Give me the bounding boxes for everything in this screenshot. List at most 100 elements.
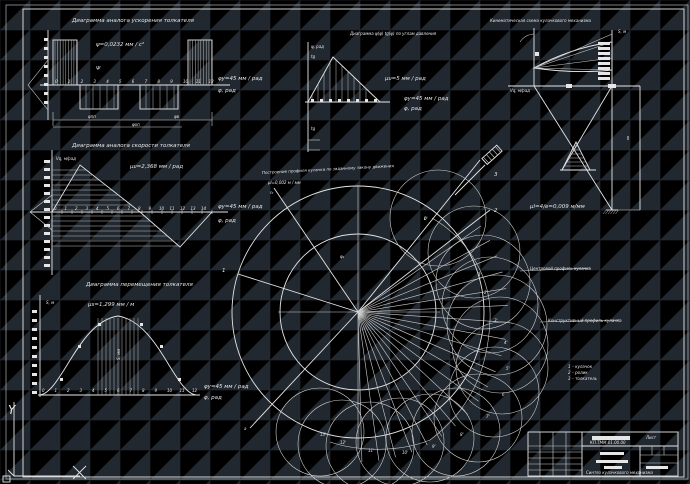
disp-phi-l: φу=45 мм / рад [204, 384, 249, 390]
disp-scale-mark [32, 319, 37, 322]
cam-title: Построение профиля кулачка по заданному … [262, 163, 395, 175]
vel-phi-l: φу=45 мм / рад [218, 204, 263, 210]
vel-tick: 10 [159, 206, 165, 211]
disp-point [140, 323, 143, 326]
accel-scale-mark [44, 56, 48, 59]
prof-point [356, 99, 359, 102]
prof-point [329, 99, 332, 102]
roller-circle [325, 401, 415, 484]
vel-tick: 7 [128, 206, 131, 211]
disp-scale-mark [32, 382, 37, 385]
center-label: Центровой профиль кулачка [530, 266, 592, 271]
prof-point [338, 99, 341, 102]
cam-point-label: 1' [478, 272, 482, 277]
roller-circle [297, 399, 387, 484]
vel-scale-mark [44, 240, 50, 243]
disp-scale-mark [32, 328, 37, 331]
vel-scale-mark [44, 192, 50, 195]
cam-profile: Построение профиля кулачка по заданному … [222, 144, 622, 484]
vel-v: Vq, м/рад [56, 156, 76, 161]
accel-guide [27, 59, 49, 111]
roller-circle [275, 387, 365, 477]
vel-scale-mark [44, 216, 50, 219]
disp-tick: 0 [42, 388, 45, 393]
lbl-2: 2 [494, 208, 498, 214]
accel-coef: ψ=0,0232 мм / с² [96, 41, 145, 48]
accel-scale-mark [44, 74, 48, 77]
roller-circle [433, 373, 523, 463]
vel-scale-mark [44, 160, 50, 163]
cam-point-label: 7' [486, 414, 490, 419]
disp-tick: 6 [117, 388, 120, 393]
title-block: КП.ТММ.01.00.00 Лист Синтез кулачкового … [527, 431, 679, 477]
seg-label-2: φв [174, 114, 180, 119]
accel-tick: 5 [119, 79, 122, 84]
vel-scale-mark [44, 232, 50, 235]
prof-point [347, 99, 350, 102]
cam-point-label: 8' [460, 432, 464, 437]
kin-ground [605, 209, 609, 215]
vel-tick: 3 [86, 206, 89, 211]
vel-scale-mark [44, 256, 50, 259]
vel-phi-b: φ, рад [218, 218, 236, 224]
kin-v: Vq, м/рад [510, 88, 530, 93]
cam-point-label: 3' [494, 318, 498, 323]
tg-bot: tg [311, 126, 316, 131]
disp-scale-mark [32, 364, 37, 367]
cam-point-label: 11' [368, 448, 374, 453]
ucs-icon[interactable]: Y [2, 402, 87, 483]
cam-point-label: 5' [506, 366, 510, 371]
disp-point [160, 345, 163, 348]
disp-tick: 1 [55, 388, 58, 393]
cam-ray [357, 311, 380, 461]
disp-scale-mark [32, 391, 37, 394]
cam-ray [357, 311, 496, 373]
accel-title: Диаграмма аналога ускорения толкателя [71, 18, 195, 24]
vel-scale-mark [44, 200, 50, 203]
disp-point [178, 378, 181, 381]
legend-2: 2 – ролик [568, 370, 588, 375]
working-label: Конструктивный профиль кулачка [548, 318, 622, 323]
accel-tick: 3 [93, 79, 96, 84]
accel-tick: 9 [170, 79, 173, 84]
prof-phi-b: φ, рад [404, 106, 422, 112]
prof-mu: μυ=5 мм / рад [384, 76, 426, 82]
kin-eq: μl=4/e=0,009 м/мм [529, 204, 585, 210]
vel-scale-mark [44, 176, 50, 179]
cam-point-label: 4' [504, 340, 508, 345]
kin-ground [602, 209, 607, 215]
accel-tick: 10 [183, 79, 189, 84]
accel-tick: 7 [145, 79, 148, 84]
legend-1: 1 – кулачок [568, 364, 593, 369]
stamp-sheet: Лист [645, 435, 657, 440]
cam-ray [357, 240, 490, 313]
cam-ray [357, 311, 506, 340]
cam-point-label: 9' [432, 444, 436, 449]
cam-point-label: 13' [320, 432, 326, 437]
ucs-y-label: Y [8, 403, 17, 417]
disp-s: S, м [46, 300, 54, 305]
disp-scale-mark [32, 310, 37, 313]
lbl-r0: r₀ [270, 190, 274, 195]
roller-circle [389, 169, 487, 267]
accel-tick: 6 [132, 79, 135, 84]
stamp-title: КП.ТММ.01.00.00 [590, 440, 626, 445]
vel-tick: 12 [180, 206, 186, 211]
vel-coef: μυ=2,368 мм / рад [129, 164, 183, 170]
accel-s: Ψ [96, 66, 101, 72]
roller-circle [441, 256, 539, 354]
kin-scale-mark [598, 72, 610, 75]
cam-point-label: 10' [402, 450, 408, 455]
accel-tick: 4 [106, 79, 109, 84]
vel-tick: 13 [191, 206, 197, 211]
cam-ray [357, 311, 428, 446]
disp-scale-mark [32, 373, 37, 376]
disp-tick: 12 [192, 388, 198, 393]
cam-point-label: 0' [424, 216, 428, 221]
disp-tick: 3 [80, 388, 83, 393]
vel-tick: 2 [75, 206, 78, 211]
vel-title: Диаграмма аналога скорости толкателя [71, 143, 191, 149]
cam-ray [357, 311, 489, 388]
disp-phi-b: φ, рад [204, 395, 222, 401]
pressure-angle-diagram: Диаграмма ψ(φ) tg(ψ) по углам давления ψ… [305, 31, 449, 152]
